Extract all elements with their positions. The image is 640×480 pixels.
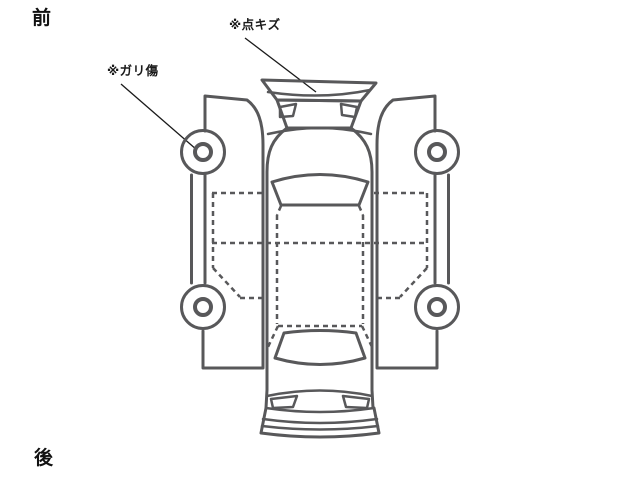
trunk-boundary [265,389,374,398]
hood-leading-edge [266,126,373,136]
front-orientation-label: 前 [32,8,52,29]
door-outline-dashed-lines [211,191,429,348]
rear-left-wheel [180,284,226,330]
rear-orientation-label: 後 [34,448,54,469]
right-headlight [339,102,359,119]
rear-right-wheel [414,284,460,330]
annotation-point-scratch-label: ※点キズ [229,18,281,32]
front-left-wheel [180,129,226,175]
rear-window [273,329,367,366]
right-taillight [341,394,371,410]
rear-bumper [259,406,381,439]
left-taillight [269,394,299,410]
annotation-scrape-damage-label: ※ガリ傷 [107,64,159,78]
right-side-panel [375,94,450,370]
left-headlight [278,102,298,119]
windshield [270,173,370,207]
left-side-panel [190,94,265,370]
body-outline [264,126,375,410]
front-right-wheel [414,129,460,175]
leader-line-point-scratch [244,37,317,93]
front-bumper [260,78,378,103]
